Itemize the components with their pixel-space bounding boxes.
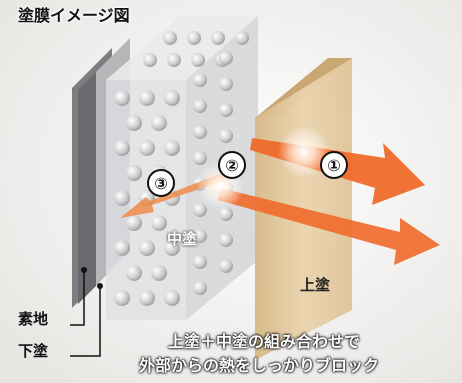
particle-dot (126, 115, 142, 131)
particle-dot (235, 31, 249, 45)
particle-dot (219, 77, 233, 91)
particle-dot (164, 240, 180, 256)
particle-dot (167, 53, 181, 67)
label-middle-coat: 中塗 (167, 230, 198, 248)
particle-dot (193, 99, 207, 113)
particle-dot (151, 215, 167, 231)
caption-line-2: 外部からの熱をしっかりブロック (139, 356, 380, 375)
particle-dot (143, 53, 157, 67)
particle-dot (139, 240, 155, 256)
particle-dot (193, 73, 207, 87)
particle-dot (187, 31, 201, 45)
particle-dot (219, 129, 233, 143)
particle-dot (151, 265, 167, 281)
particle-dot (164, 290, 180, 306)
particle-dot (114, 190, 130, 206)
caption-line-1: 上塗＋中塗の組み合わせで (168, 332, 361, 351)
diagram-title: 塗膜イメージ図 (18, 6, 130, 25)
particle-dot (126, 215, 142, 231)
particle-dot (193, 255, 207, 269)
particle-dot (191, 53, 205, 67)
particle-dot (126, 165, 142, 181)
particle-dot (126, 265, 142, 281)
particle-dot (114, 140, 130, 156)
particle-dot (193, 229, 207, 243)
particle-dot (163, 31, 177, 45)
particle-dot (193, 151, 207, 165)
particle-dot (193, 125, 207, 139)
particle-dot (219, 51, 233, 65)
particle-dot (114, 290, 130, 306)
particle-dot (114, 240, 130, 256)
particle-dot (219, 207, 233, 221)
particle-dot (151, 115, 167, 131)
particle-dot (114, 90, 130, 106)
marker-3: ③ (147, 169, 175, 197)
particle-dot (193, 281, 207, 295)
particle-dot (193, 203, 207, 217)
label-substrate: 素地 (18, 310, 49, 328)
label-undercoat: 下塗 (18, 342, 49, 360)
particle-dot (139, 90, 155, 106)
particle-dot (219, 103, 233, 117)
particle-dot (211, 31, 225, 45)
particle-dot (139, 290, 155, 306)
label-top-coat: 上塗 (300, 276, 331, 294)
marker-1: ① (320, 151, 348, 179)
particle-dot (219, 233, 233, 247)
leader-lines (70, 270, 101, 357)
particle-dot (164, 140, 180, 156)
marker-2: ② (218, 151, 246, 179)
particle-dot (164, 90, 180, 106)
particle-dot (219, 259, 233, 273)
particle-dot (139, 140, 155, 156)
